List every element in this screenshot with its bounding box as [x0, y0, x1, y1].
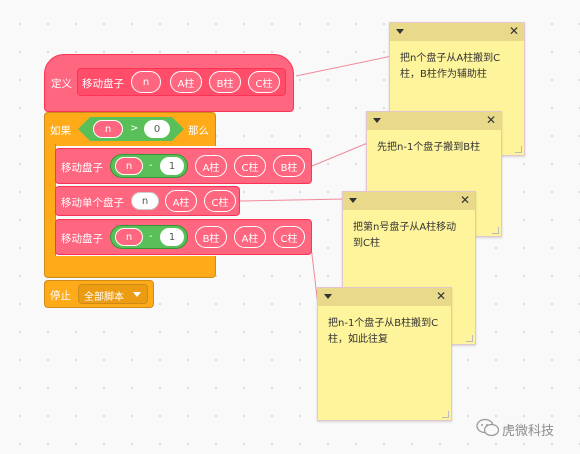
stop-dropdown[interactable] — [78, 284, 148, 304]
collapse-arrow-icon[interactable] — [373, 118, 381, 123]
condition-right-value[interactable]: 0 — [144, 120, 170, 138]
call-single-name: 移动单个盘子 — [61, 197, 124, 209]
call-1-name: 移动盘子 — [61, 162, 103, 174]
note-1-header[interactable]: ✕ — [390, 23, 524, 41]
watermark-text: 虎微科技 — [502, 424, 555, 439]
note-2-header[interactable]: ✕ — [367, 112, 501, 130]
param-c[interactable]: C柱 — [248, 71, 280, 93]
note-2-text[interactable]: 先把n-1个盘子搬到B柱 — [377, 142, 481, 153]
note-3-header[interactable]: ✕ — [343, 192, 475, 210]
note-4-text[interactable]: 把n-1个盘子从B柱搬到C柱，如此往复 — [328, 318, 439, 345]
call-1-expr-val[interactable]: 1 — [160, 157, 184, 175]
resize-handle-icon[interactable] — [492, 227, 499, 234]
close-icon[interactable]: ✕ — [485, 113, 496, 127]
call-2-name: 移动盘子 — [61, 233, 103, 245]
stop-label: 停止 — [50, 290, 71, 302]
comment-note-4[interactable]: ✕ 把n-1个盘子从B柱搬到C柱，如此往复 — [317, 287, 452, 421]
call-2-arg-1[interactable]: B柱 — [195, 226, 227, 248]
call-2-expr-val[interactable]: 1 — [160, 228, 184, 246]
call-single-arg-n[interactable]: n — [131, 192, 159, 210]
collapse-arrow-icon[interactable] — [349, 198, 357, 203]
call-2-expr-var[interactable]: n — [115, 228, 143, 246]
condition-left-var[interactable]: n — [93, 120, 123, 138]
resize-handle-icon[interactable] — [466, 335, 473, 342]
note-1-text[interactable]: 把n个盘子从A柱搬到C柱，B柱作为辅助柱 — [400, 53, 501, 80]
param-n[interactable]: n — [131, 71, 161, 93]
call-1-arg-1[interactable]: A柱 — [195, 155, 227, 177]
condition-operator: > — [130, 123, 139, 134]
define-name: 移动盘子 — [82, 78, 124, 90]
call-1-arg-2[interactable]: C柱 — [234, 155, 266, 177]
call-2-expr-op: - — [149, 231, 153, 242]
close-icon[interactable]: ✕ — [459, 193, 470, 207]
param-a[interactable]: A柱 — [170, 71, 202, 93]
resize-handle-icon[interactable] — [515, 146, 522, 153]
close-icon[interactable]: ✕ — [435, 289, 446, 303]
call-single-arg-1[interactable]: A柱 — [165, 190, 197, 212]
resize-handle-icon[interactable] — [442, 411, 449, 418]
chevron-down-icon — [133, 292, 141, 297]
close-icon[interactable]: ✕ — [508, 24, 519, 38]
note-4-header[interactable]: ✕ — [318, 288, 451, 306]
collapse-arrow-icon[interactable] — [396, 29, 404, 34]
call-2-arg-2[interactable]: A柱 — [234, 226, 266, 248]
stop-dropdown-value: 全部脚本 — [84, 292, 124, 303]
call-2-arg-3[interactable]: C柱 — [273, 226, 305, 248]
collapse-arrow-icon[interactable] — [324, 294, 332, 299]
define-keyword: 定义 — [51, 78, 72, 90]
if-block-foot — [44, 256, 216, 278]
then-keyword: 那么 — [188, 125, 209, 137]
param-b[interactable]: B柱 — [209, 71, 241, 93]
call-1-expr-var[interactable]: n — [115, 157, 143, 175]
note-3-text[interactable]: 把第n号盘子从A柱移动到C柱 — [353, 222, 457, 249]
call-single-arg-2[interactable]: C柱 — [204, 190, 236, 212]
call-1-arg-3[interactable]: B柱 — [273, 155, 305, 177]
if-keyword: 如果 — [50, 125, 71, 137]
wechat-icon — [476, 418, 500, 437]
call-1-expr-op: - — [149, 160, 153, 171]
